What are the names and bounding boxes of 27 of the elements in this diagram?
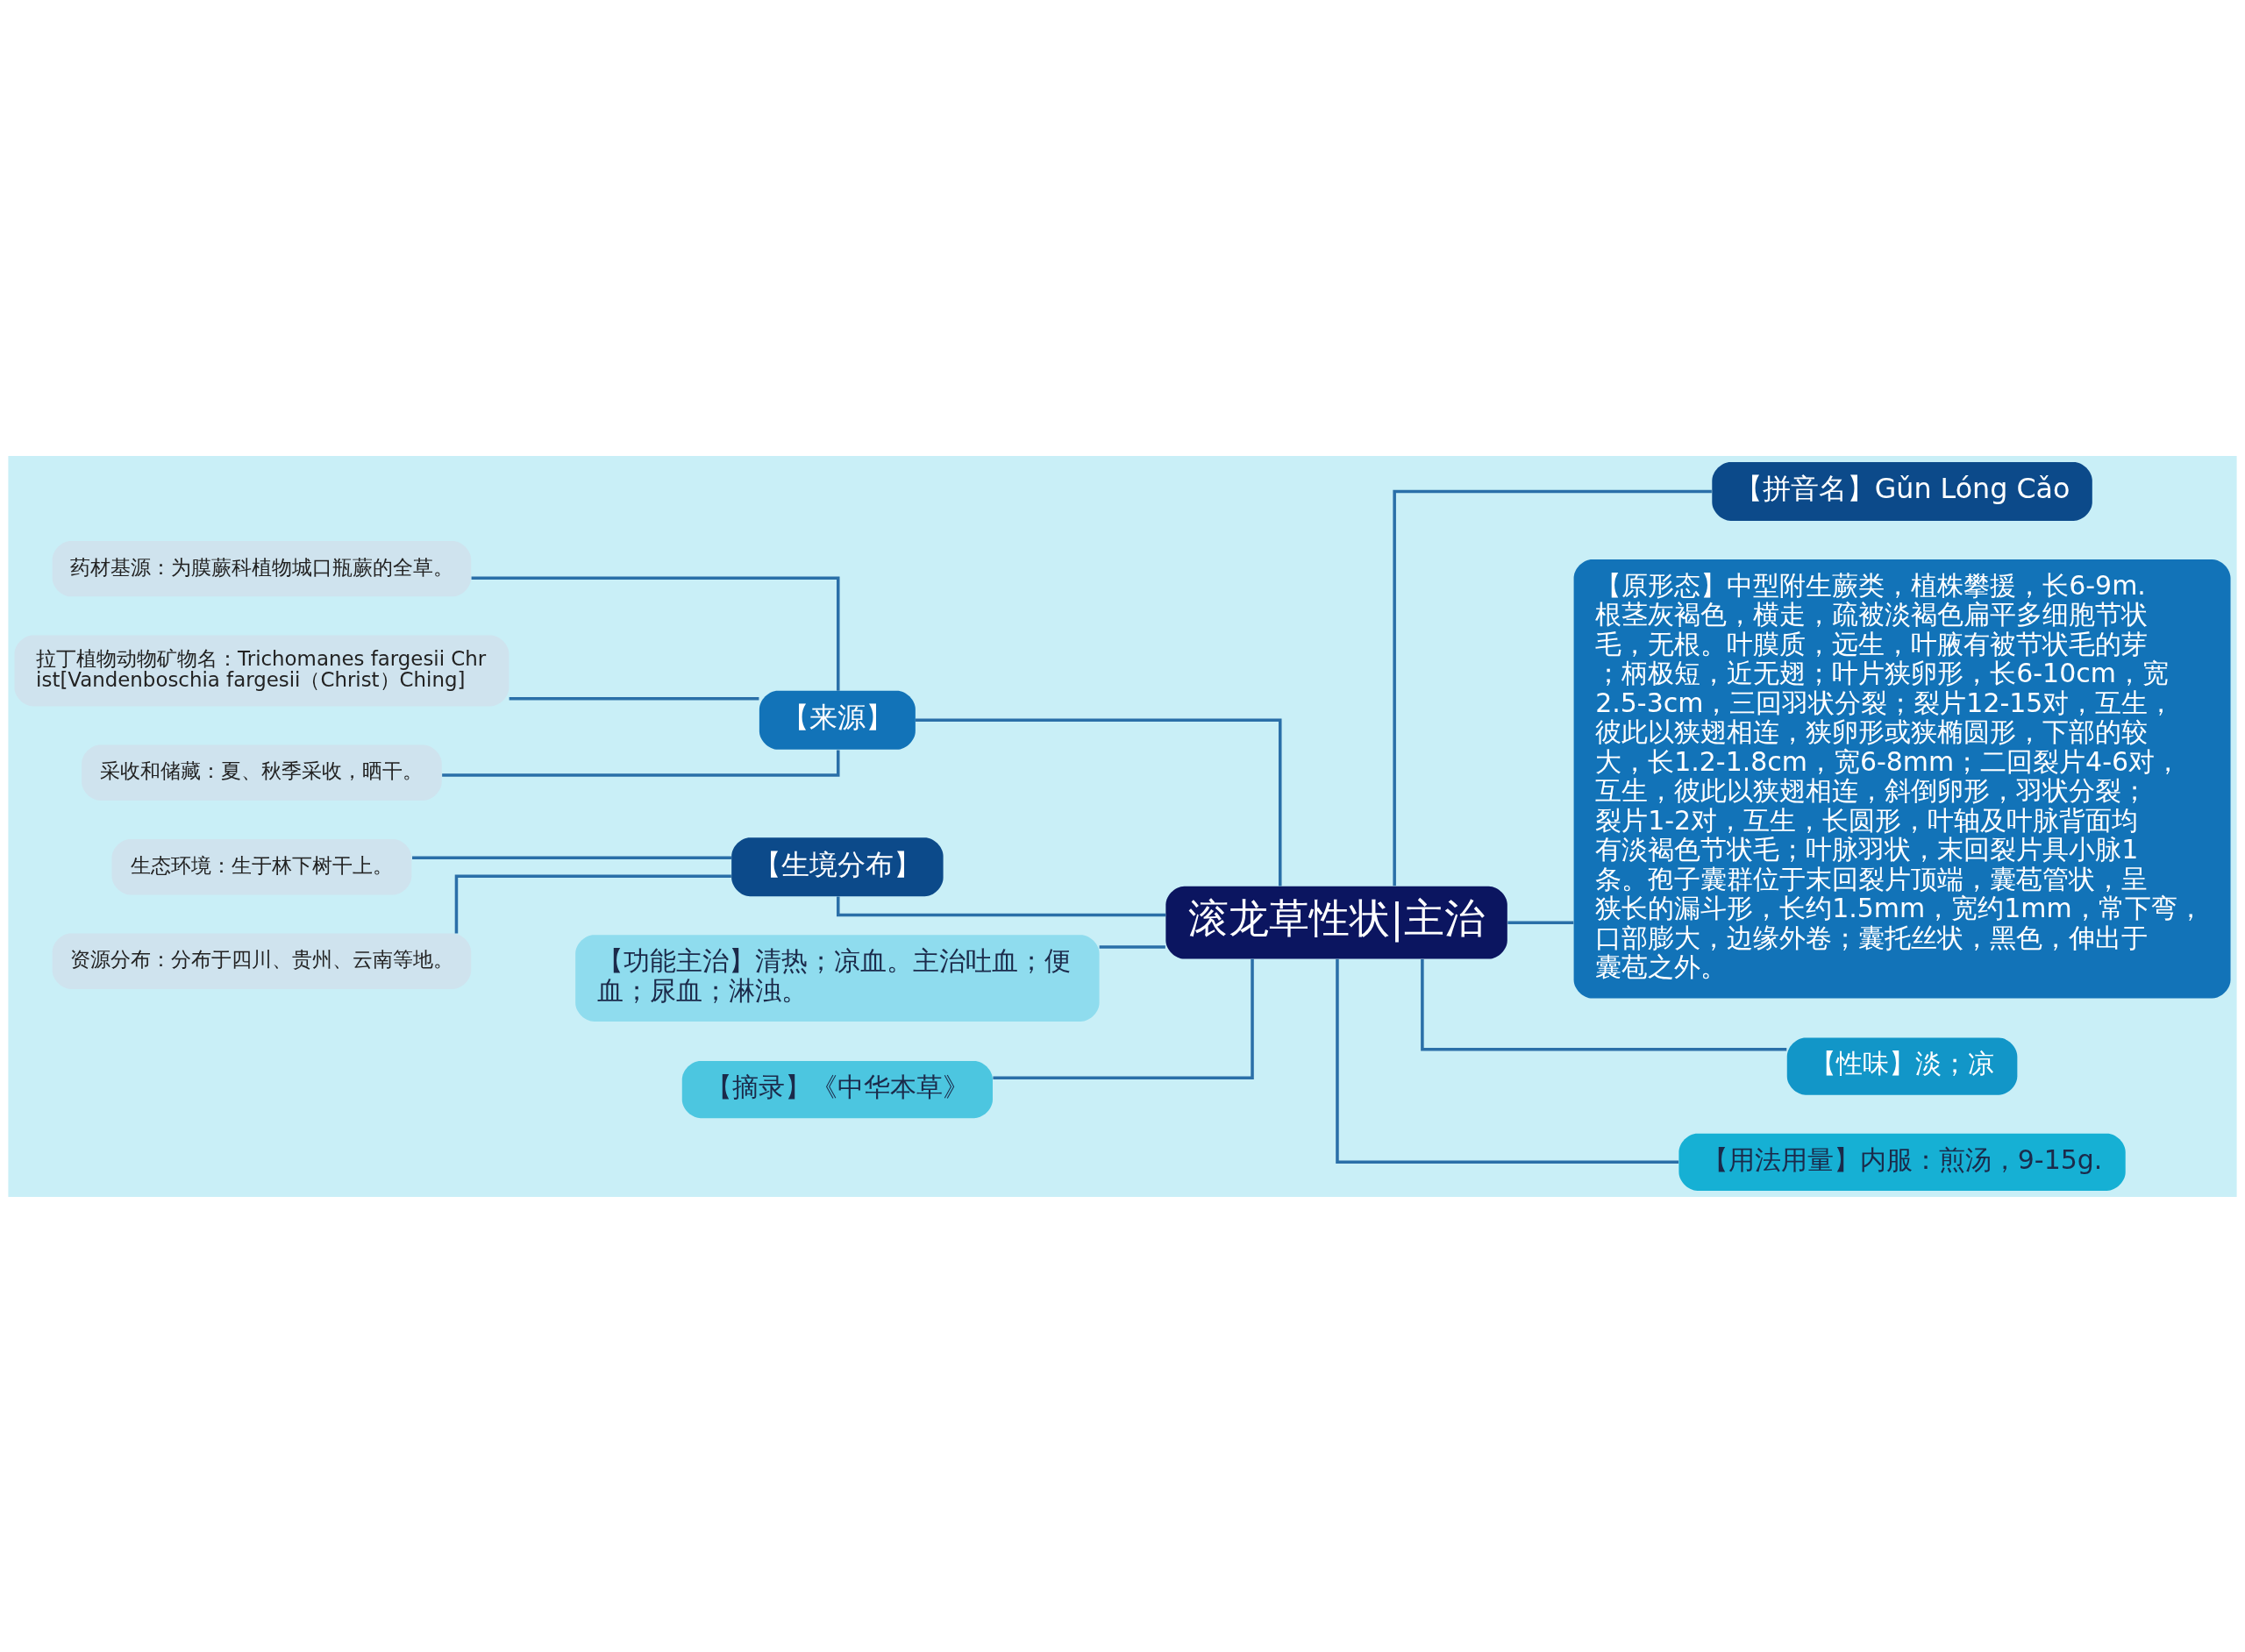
connector	[509, 696, 759, 700]
connector	[1393, 489, 1712, 886]
node-box: 药材基源：为膜蕨科植物城口瓶蕨的全草。	[52, 540, 472, 596]
node-box: 【原形态】中型附生蕨类，植株攀援，长6-9m.根茎灰褐色，横走，疏被淡褐色扁平多细胞节状毛，无根。叶膜质，远生，叶腋有被节状毛的芽；柄极短，近无翅；叶片狭卵形，长6-10cm，宽2.5-3cm，三回羽状分裂；裂片12-15对，互生，彼此以狭翅相连，狭卵形或狭椭圆形，下部的较大，长1.2-1.8cm，宽6-8mm；二回裂片4-6对，互生，彼此以狭翅相连，斜倒卵形，羽状分裂；裂片1-2对，互生，长圆形，叶轴及叶脉背面均有淡褐色节状毛；叶脉羽状，末回裂片具小脉1条。孢子囊群位于末回裂片顶端，囊苞管状，呈狭长的漏斗形，长约1.5mm，宽约1mm，常下弯，口部膨大，边缘外卷；囊托丝状，黑色，伸出于囊苞之外。	[1573, 559, 2231, 999]
node-box: 【用法用量】内服：煎汤，9-15g.	[1678, 1133, 2126, 1191]
connector	[915, 718, 1282, 886]
connector	[1336, 958, 1678, 1164]
connector	[993, 958, 1254, 1079]
node-box: 滚龙草性状|主治	[1165, 886, 1507, 959]
node-box: 资源分布：分布于四川、贵州、云南等地。	[52, 933, 472, 989]
node-box: 【来源】	[759, 690, 916, 750]
connector	[454, 874, 731, 933]
node-box: 【拼音名】Gǔn Lóng Cǎo	[1712, 461, 2092, 521]
connector	[1099, 944, 1165, 949]
node-box: 【生境分布】	[731, 837, 944, 896]
connector	[412, 855, 731, 859]
node-box: 生态环境：生于林下树干上。	[111, 838, 412, 894]
node-box: 【性味】淡；凉	[1786, 1037, 2018, 1095]
node-box: 拉丁植物动物矿物名：Trichomanes fargesii Christ[Vandenboschia fargesii（Christ）Ching]	[14, 634, 510, 706]
connector	[471, 575, 840, 691]
node-box: 【摘录】《中华本草》	[681, 1060, 993, 1118]
node-box: 采收和储藏：夏、秋季采收，晒干。	[82, 744, 442, 801]
connector	[442, 750, 840, 777]
node-box: 【功能主治】清热；凉血。主治吐血；便血；尿血；淋浊。	[575, 934, 1100, 1022]
connector	[837, 895, 1166, 916]
connector	[1421, 958, 1787, 1050]
connector	[1507, 920, 1574, 924]
